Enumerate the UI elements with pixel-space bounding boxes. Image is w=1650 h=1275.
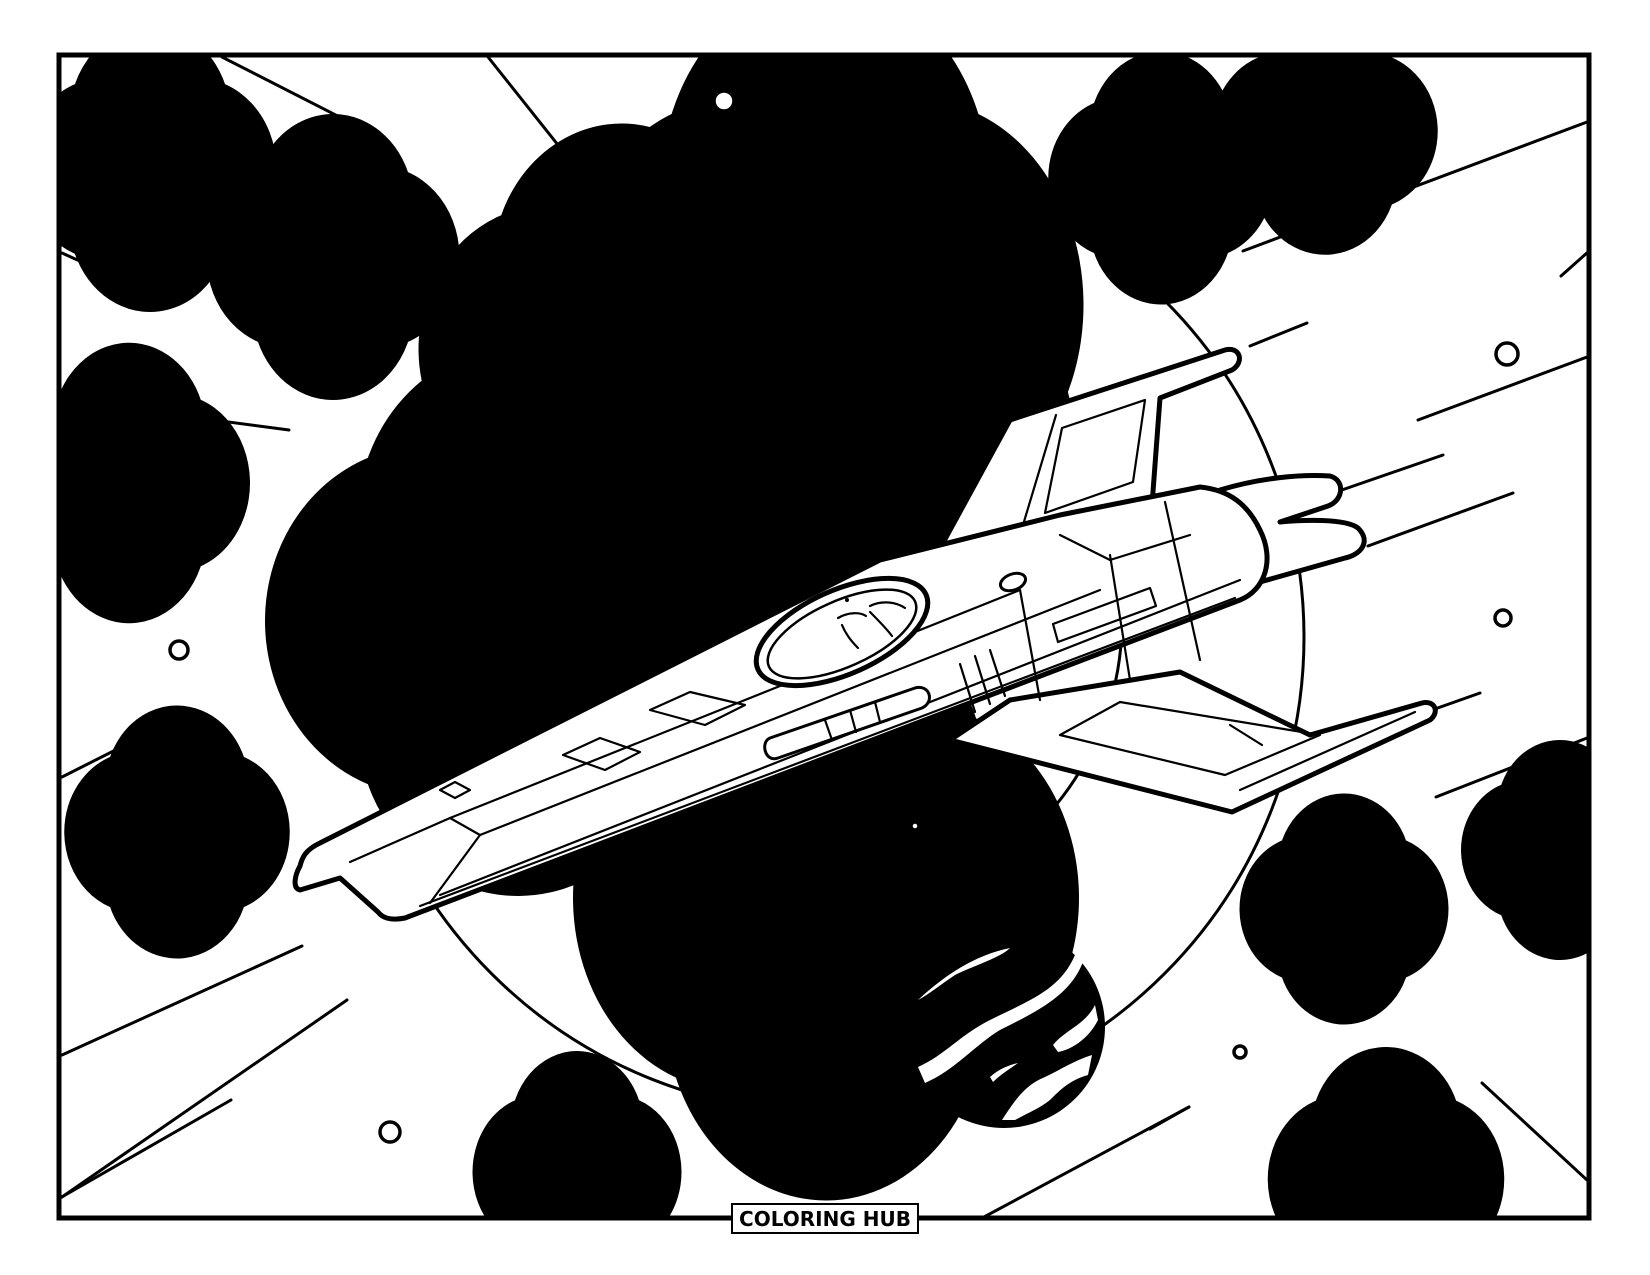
- dots: [168, 89, 1520, 1144]
- spaceship: [292, 346, 1438, 922]
- cockpit: [753, 575, 931, 689]
- dark-planet: [903, 926, 1105, 1128]
- brand-label: COLORING HUB: [731, 1203, 919, 1234]
